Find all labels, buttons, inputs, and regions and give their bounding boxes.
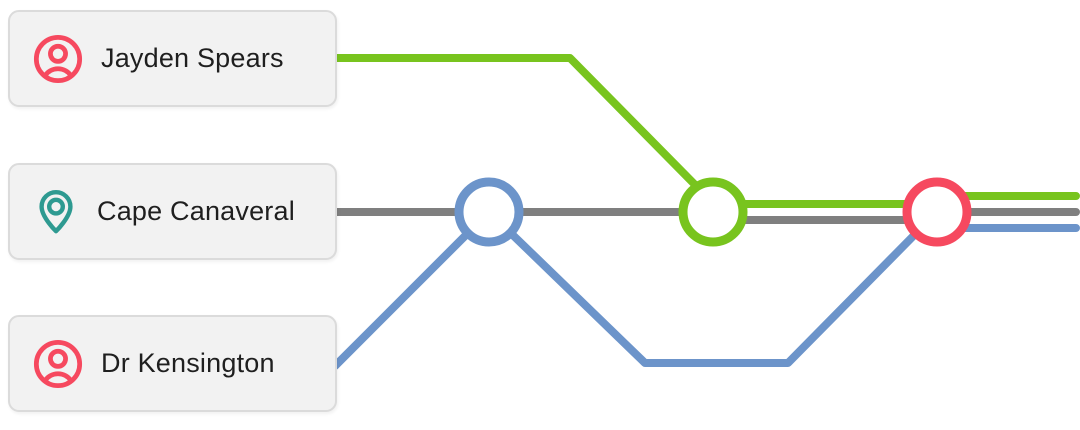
entity-card-dr-kensington[interactable]: Dr Kensington	[8, 315, 337, 412]
entity-label: Jayden Spears	[101, 43, 284, 73]
entity-card-cape-canaveral[interactable]: Cape Canaveral	[8, 163, 337, 260]
entity-label: Cape Canaveral	[97, 196, 295, 226]
user-circle-icon	[32, 33, 84, 85]
junction-node-1[interactable]	[454, 177, 524, 247]
user-circle-icon	[32, 338, 84, 390]
junction-node-2[interactable]	[678, 177, 748, 247]
map-pin-icon	[32, 184, 80, 240]
entity-card-jayden-spears[interactable]: Jayden Spears	[8, 10, 337, 107]
entity-label: Dr Kensington	[101, 348, 275, 378]
junction-node-3[interactable]	[902, 177, 972, 247]
